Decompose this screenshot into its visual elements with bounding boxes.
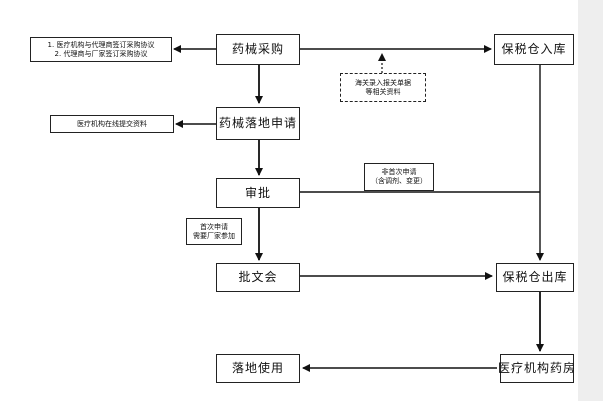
hospital-pharmacy-label: 医疗机构药房 xyxy=(498,361,577,375)
approval-label: 审批 xyxy=(244,185,271,200)
customs-filing-line-1: 海关录入报关单据 xyxy=(355,78,411,87)
non-first-application-line-1: 非首次申请 xyxy=(381,168,417,177)
customs-filing-note: 海关录入报关单据 等相关资料 xyxy=(340,73,426,102)
submit-materials-note: 医疗机构在线提交资料 xyxy=(50,115,174,133)
approval-document-node: 批文会 xyxy=(216,263,300,292)
landing-use-node: 落地使用 xyxy=(216,354,300,383)
procurement-agreement-line-1: 1. 医疗机构与代理商签订采购协议 xyxy=(47,40,155,49)
first-application-line-2: 需要厂家参加 xyxy=(193,231,235,240)
approval-document-label: 批文会 xyxy=(238,270,278,284)
page-edge-strip xyxy=(578,0,603,401)
landing-use-label: 落地使用 xyxy=(231,361,284,375)
non-first-application-note: 非首次申请 （含调剂、变更） xyxy=(364,163,434,191)
customs-filing-line-2: 等相关资料 xyxy=(365,87,401,96)
procurement-label: 药械采购 xyxy=(231,42,284,56)
first-application-note: 首次申请 需要厂家参加 xyxy=(186,218,242,245)
hospital-pharmacy-node: 医疗机构药房 xyxy=(498,354,577,383)
bonded-entry-label: 保税仓入库 xyxy=(501,42,567,56)
procurement-node: 药械采购 xyxy=(216,34,300,65)
approval-node: 审批 xyxy=(216,178,300,208)
bonded-exit-label: 保税仓出库 xyxy=(502,270,568,284)
procurement-agreements-note: 1. 医疗机构与代理商签订采购协议 2. 代理商与厂家签订采购协议 xyxy=(30,37,172,62)
first-application-line-1: 首次申请 xyxy=(200,222,228,231)
bonded-exit-node: 保税仓出库 xyxy=(496,263,574,292)
landing-application-label: 药械落地申请 xyxy=(218,116,297,130)
submit-materials-label: 医疗机构在线提交资料 xyxy=(77,119,147,128)
landing-application-node: 药械落地申请 xyxy=(216,107,300,140)
procurement-agreement-line-2: 2. 代理商与厂家签订采购协议 xyxy=(54,49,148,58)
bonded-entry-node: 保税仓入库 xyxy=(494,34,574,65)
non-first-application-line-2: （含调剂、变更） xyxy=(371,177,427,185)
